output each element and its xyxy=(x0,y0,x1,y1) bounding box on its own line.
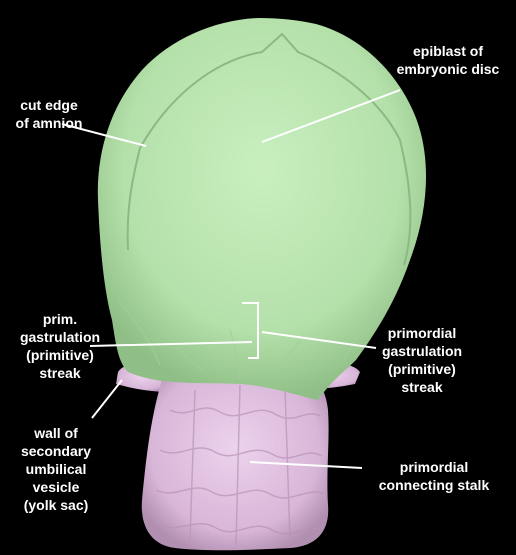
label-connecting-stalk: primordial connecting stalk xyxy=(364,458,504,494)
disc-texture xyxy=(117,299,379,381)
leader-streak-left xyxy=(89,341,253,347)
label-prim-streak-left-line2: gastrulation xyxy=(19,329,101,345)
label-connecting-stalk-line2: connecting stalk xyxy=(378,477,490,493)
label-yolk-sac-line2: secondary xyxy=(20,443,92,459)
leader-lines xyxy=(61,89,401,469)
label-prim-streak-left: prim. gastrulation (primitive) streak xyxy=(10,310,110,382)
embryonic-disc-epiblast xyxy=(97,18,427,400)
label-epiblast: epiblast of embryonic disc xyxy=(388,42,508,78)
label-epiblast-line1: epiblast of xyxy=(412,43,483,59)
label-prim-streak-right-line4: streak xyxy=(401,379,443,395)
label-epiblast-line2: embryonic disc xyxy=(396,61,500,77)
leader-yolk-sac xyxy=(91,379,123,419)
label-amnion-line1: cut edge xyxy=(20,97,78,113)
label-yolk-sac-line1: wall of xyxy=(34,425,78,441)
label-prim-streak-right-line3: (primitive) xyxy=(388,361,456,377)
label-connecting-stalk-line1: primordial xyxy=(399,459,469,475)
leader-epiblast xyxy=(261,89,401,143)
connecting-stalk xyxy=(141,364,329,551)
label-amnion-line2: of amnion xyxy=(15,115,83,131)
label-yolk-sac-line3: umbilical xyxy=(25,461,87,477)
label-prim-streak-right-line1: primordial xyxy=(387,325,457,341)
label-prim-streak-left-line3: (primitive) xyxy=(26,347,94,363)
amnion-cut-edge xyxy=(126,32,412,266)
label-yolk-sac-line4: vesicle xyxy=(32,479,80,495)
label-prim-streak-right: primordial gastrulation (primitive) stre… xyxy=(370,324,474,396)
label-prim-streak-left-line4: streak xyxy=(39,365,81,381)
leader-amnion xyxy=(61,123,147,147)
leader-streak-right xyxy=(261,331,377,349)
label-amnion: cut edge of amnion xyxy=(6,96,92,132)
leader-connecting-stalk xyxy=(249,461,363,469)
label-yolk-sac: wall of secondary umbilical vesicle (yol… xyxy=(8,424,104,514)
label-yolk-sac-line5: (yolk sac) xyxy=(23,497,89,513)
primitive-streak-bracket xyxy=(242,302,259,359)
label-prim-streak-left-line1: prim. xyxy=(42,311,78,327)
stalk-texture xyxy=(155,384,325,546)
label-prim-streak-right-line2: gastrulation xyxy=(381,343,463,359)
